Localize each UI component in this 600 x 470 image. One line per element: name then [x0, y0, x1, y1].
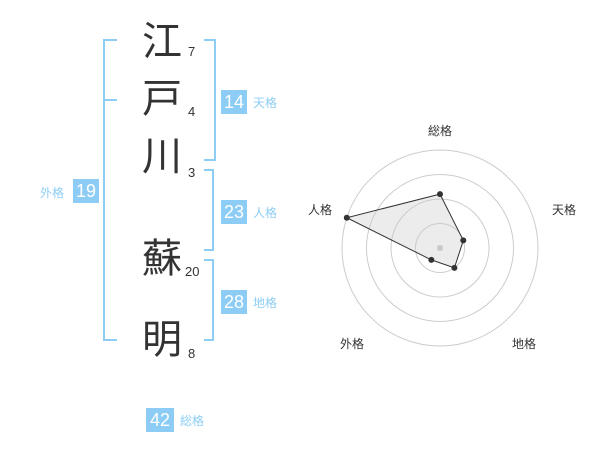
chikaku-label: 地格 — [253, 296, 278, 310]
radar-axis-label-tenkaku: 天格 — [552, 203, 577, 217]
radar-series-polygon — [345, 193, 464, 269]
stroke-count-1: 7 — [188, 44, 196, 59]
radar-center — [437, 245, 443, 251]
radar-ring — [366, 174, 514, 322]
radar-point-4 — [428, 256, 435, 263]
radar-axis-label-soukaku: 総格 — [428, 124, 453, 138]
stroke-count-3: 3 — [188, 165, 196, 180]
name-char-1: 江 — [142, 19, 182, 65]
chikaku-value-badge: 28 — [221, 290, 247, 314]
soukaku-value-badge: 42 — [146, 408, 174, 432]
soukaku-label: 総格 — [180, 414, 205, 428]
jinkaku-label: 人格 — [253, 206, 278, 220]
radar-point-2 — [460, 237, 467, 244]
stroke-count-2: 4 — [188, 104, 196, 119]
radar-point-3 — [451, 264, 458, 271]
radar-axis-label-jinkaku: 人格 — [308, 203, 333, 217]
gaikaku-label: 外格 — [40, 186, 65, 200]
radar-point-5 — [343, 214, 350, 221]
radar-axis-label-gaikaku: 外格 — [340, 337, 365, 351]
jinkaku-value-badge: 23 — [221, 200, 247, 224]
radar-ring — [390, 198, 490, 298]
stroke-count-4: 20 — [185, 264, 200, 279]
radar-ring — [415, 223, 465, 273]
name-char-3: 川 — [142, 134, 182, 180]
name-char-4: 蘇 — [142, 236, 182, 282]
tenkaku-label: 天格 — [253, 96, 278, 110]
radar-point-1 — [437, 191, 443, 198]
tenkaku-value-badge: 14 — [221, 90, 247, 114]
stroke-count-5: 8 — [188, 346, 196, 361]
gaikaku-value-badge: 19 — [73, 179, 99, 203]
radar-axis-label-chikaku: 地格 — [512, 337, 537, 351]
name-char-5: 明 — [142, 317, 182, 363]
name-char-2: 戸 — [142, 76, 182, 122]
radar-ring — [341, 149, 539, 347]
